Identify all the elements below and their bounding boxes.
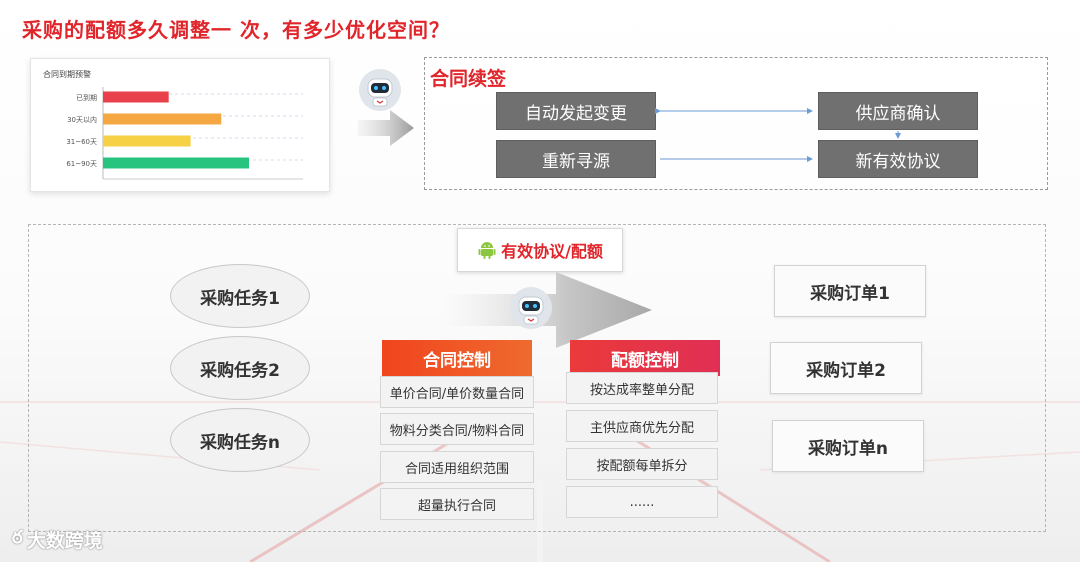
chart-category-label: 31~60天 [66, 138, 97, 146]
contract-renewal-title: 合同续签 [430, 68, 507, 90]
new-agreement-box: 新有效协议 [818, 140, 978, 178]
contract-control-item: 单价合同/单价数量合同 [380, 376, 534, 408]
contract-control-item: 合同适用组织范围 [380, 451, 534, 483]
chart-category-label: 已到期 [76, 94, 97, 102]
supplier-confirm-box: 供应商确认 [818, 92, 978, 130]
contract-control-header: 合同控制 [382, 340, 532, 376]
android-icon [478, 242, 496, 259]
warning-chart-svg: 合同到期预警 已到期 30天以内 31~60天 61~90天 [43, 69, 303, 180]
chart-bar [103, 157, 249, 169]
expiry-warning-chart: 合同到期预警 已到期 30天以内 31~60天 61~90天 [30, 58, 330, 192]
procurement-task-2: 采购任务2 [170, 336, 310, 400]
watermark-logo-icon: ఠ [12, 527, 23, 548]
valid-agreement-quota-tag: 有效协议/配额 [457, 228, 623, 272]
contract-control-item: 物料分类合同/物料合同 [380, 413, 534, 445]
procurement-task-1: 采购任务1 [170, 264, 310, 328]
quota-control-item: 按配额每单拆分 [566, 448, 718, 480]
chart-category-label: 61~90天 [66, 160, 97, 168]
agreement-tag-label: 有效协议/配额 [501, 242, 603, 261]
contract-control-item: 超量执行合同 [380, 488, 534, 520]
page-title: 采购的配额多久调整一 次，有多少优化空间？ [22, 18, 450, 42]
chart-bar [103, 113, 222, 125]
robot-icon [358, 68, 402, 112]
quota-control-item: 主供应商优先分配 [566, 410, 718, 442]
right-arrow-icon [358, 110, 414, 146]
watermark-text: 大数跨境 [26, 530, 103, 552]
quota-control-item: ...... [566, 486, 718, 518]
procurement-flow-panel [28, 224, 1046, 532]
chart-bar [103, 91, 169, 103]
chart-bar [103, 135, 191, 147]
purchase-order-n: 采购订单n [772, 420, 924, 472]
purchase-order-2: 采购订单2 [770, 342, 922, 394]
quota-control-header: 配额控制 [570, 340, 720, 376]
robot-icon [509, 286, 553, 330]
purchase-order-1: 采购订单1 [774, 265, 926, 317]
watermark: ఠ 大数跨境 [12, 526, 103, 553]
procurement-task-n: 采购任务n [170, 408, 310, 472]
initiate-change-box: 自动发起变更 [496, 92, 656, 130]
chart-title: 合同到期预警 [43, 69, 91, 79]
chart-category-label: 30天以内 [67, 115, 97, 124]
resourcing-box: 重新寻源 [496, 140, 656, 178]
quota-control-item: 按达成率整单分配 [566, 372, 718, 404]
